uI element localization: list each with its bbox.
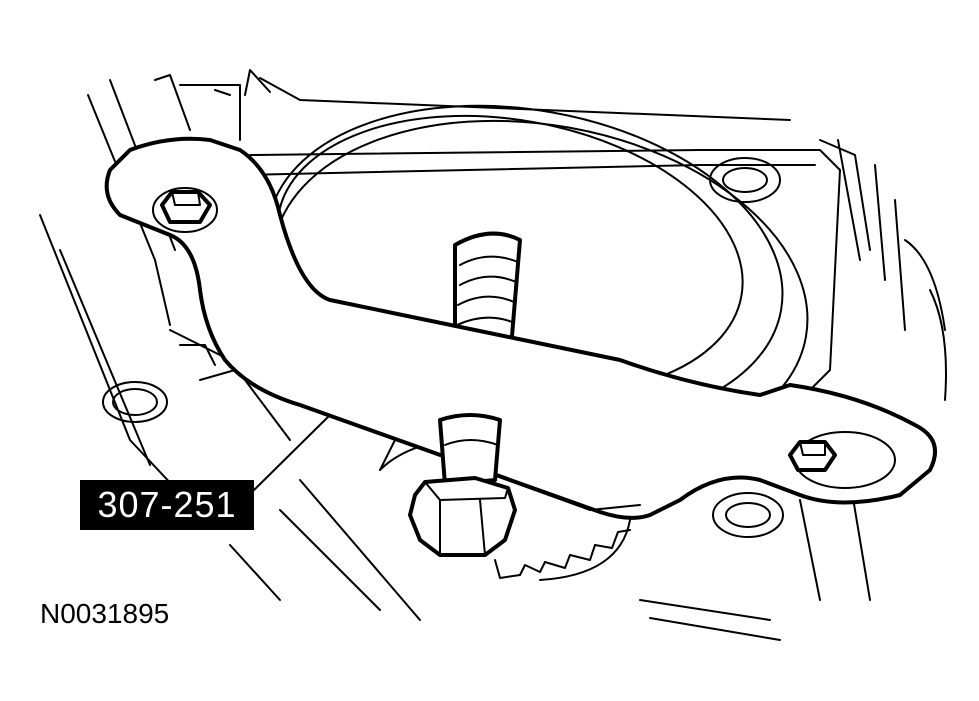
- tool-number-callout: 307-251: [80, 480, 254, 530]
- adjusting-bolt: [408, 413, 517, 557]
- figure-id-label: N0031895: [40, 598, 170, 629]
- left-bracket-bolt: [152, 187, 218, 233]
- right-bracket-bolt: [788, 431, 896, 489]
- housing-bolt-holes: [102, 157, 784, 538]
- tool-number-label: 307-251: [97, 484, 237, 525]
- housing-outline: [39, 69, 947, 641]
- puller-bracket: [104, 136, 937, 520]
- callout-leader-line: [253, 414, 331, 491]
